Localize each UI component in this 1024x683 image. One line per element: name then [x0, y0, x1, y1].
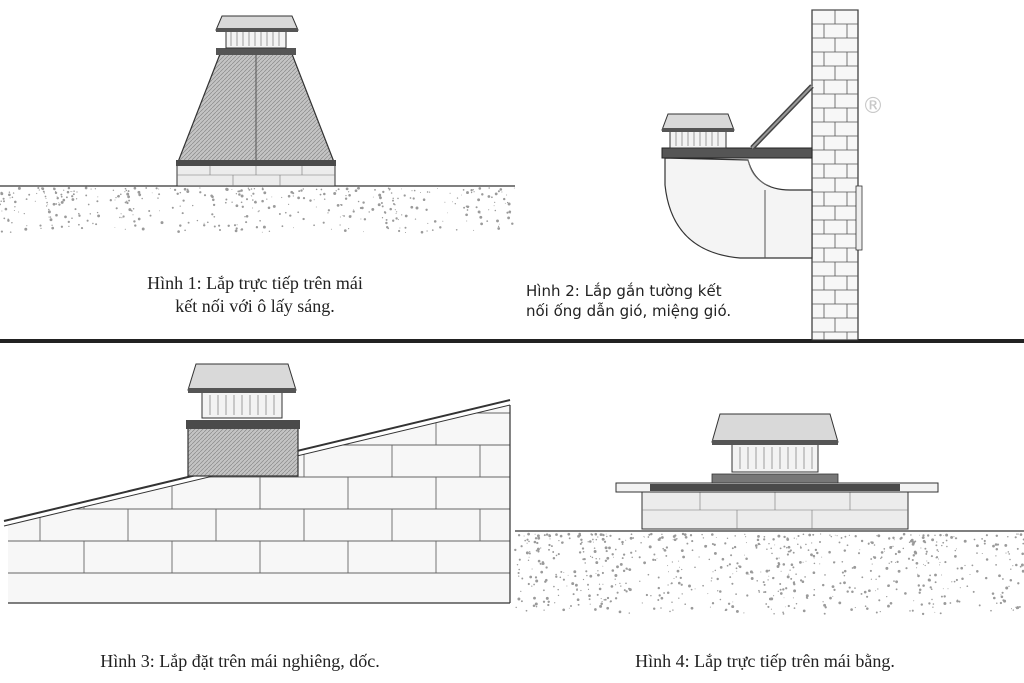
figure-2-caption: Hình 2: Lắp gắn tường kết nối ống dẫn gi… [526, 282, 731, 321]
figure-1-caption: Hình 1: Lắp trực tiếp trên mái kết nối v… [110, 272, 400, 319]
figure-4-drawing [514, 413, 1024, 616]
roof-fan-2 [661, 113, 735, 149]
figure-2-caption-line-2: nối ống dẫn gió, miệng gió. [526, 301, 732, 320]
sloped-roof-wall [8, 405, 510, 603]
figure-3-caption: Hình 3: Lắp đặt trên mái nghiêng, dốc. [100, 651, 380, 671]
figure-2-drawing [661, 9, 863, 341]
brick-wall [811, 9, 859, 341]
roof-fan-1 [215, 15, 299, 49]
figure-1-caption-line-2: kết nối với ô lấy sáng. [175, 296, 335, 317]
duct-elbow [664, 157, 813, 259]
figure-1-drawing [0, 15, 515, 234]
figure-1-caption-line-1: Hình 1: Lắp trực tiếp trên mái [147, 273, 363, 293]
figure-3-drawing [3, 363, 511, 604]
roof-fan-3 [187, 363, 297, 419]
registered-mark: ® [862, 94, 884, 119]
figure-2-caption-line-1: Hình 2: Lắp gắn tường kết [526, 282, 722, 300]
roof-curb-3 [187, 427, 299, 477]
mounting-platform [661, 147, 813, 159]
figure-4-caption: Hình 4: Lắp trực tiếp trên mái bằng. [635, 651, 895, 671]
roof-fan-4 [711, 413, 839, 473]
gravel-ground-1 [0, 186, 515, 234]
gravel-ground-4 [514, 532, 1024, 616]
